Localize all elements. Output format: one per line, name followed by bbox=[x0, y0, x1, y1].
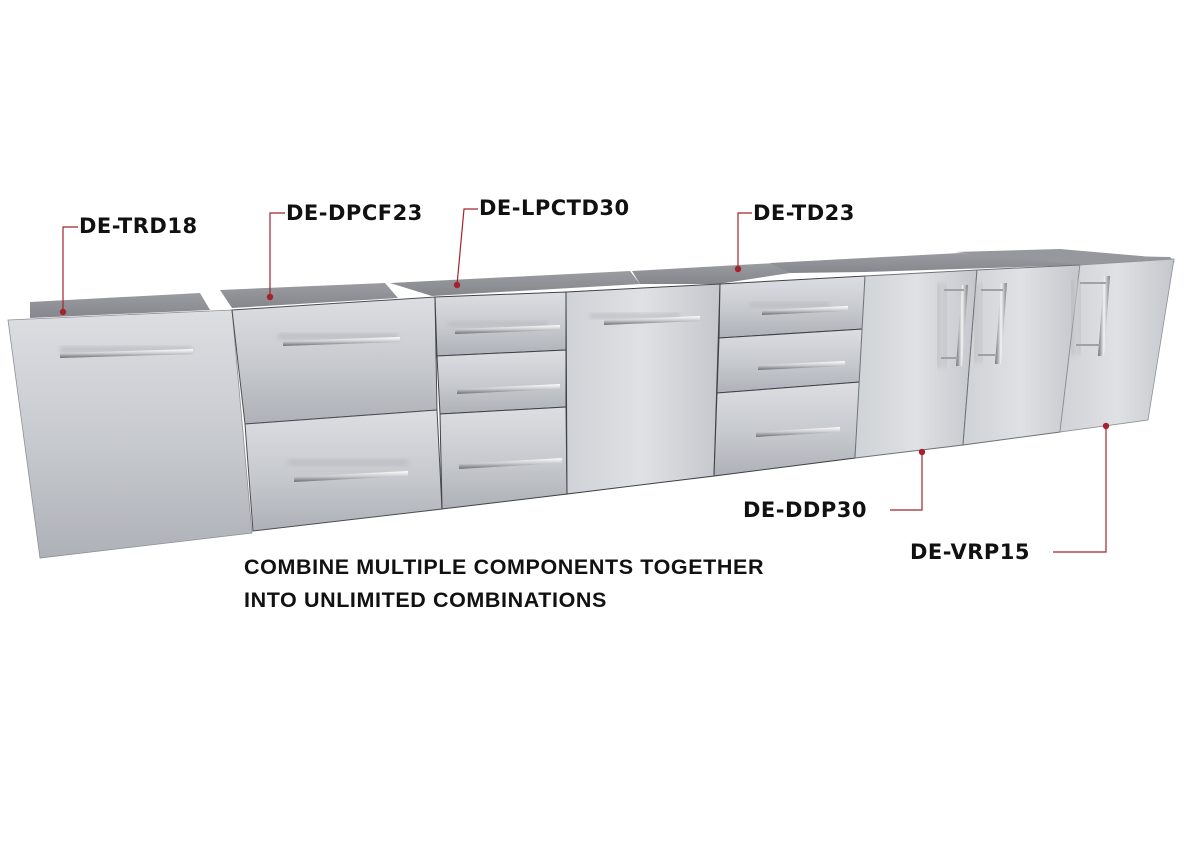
tagline: COMBINE MULTIPLE COMPONENTS TOGETHER INT… bbox=[244, 551, 764, 617]
callout-de-lpctd30: DE-LPCTD30 bbox=[479, 196, 630, 220]
cabinet-de-trd18 bbox=[7, 309, 253, 559]
cabinet-tops bbox=[30, 249, 1175, 318]
leader-de-td23 bbox=[737, 212, 752, 269]
leader-de-dpcf23 bbox=[269, 212, 285, 296]
leader-de-trd18 bbox=[62, 226, 78, 312]
cabinet-de-vrp15 bbox=[1059, 258, 1175, 433]
leader-de-vrp15 bbox=[1053, 426, 1107, 553]
cabinet-de-dpcf23 bbox=[231, 296, 443, 532]
cabinet-de-td23 bbox=[713, 275, 866, 477]
callout-de-trd18: DE-TRD18 bbox=[79, 214, 198, 238]
callout-de-vrp15: DE-VRP15 bbox=[910, 540, 1031, 564]
tagline-line-2: INTO UNLIMITED COMBINATIONS bbox=[244, 588, 607, 612]
cabinet-de-lpctd30 bbox=[434, 291, 568, 510]
callout-de-dpcf23: DE-DPCF23 bbox=[286, 201, 423, 225]
cabinet-de-ddp30 bbox=[854, 264, 1081, 459]
tagline-line-1: COMBINE MULTIPLE COMPONENTS TOGETHER bbox=[244, 555, 765, 579]
callout-de-td23: DE-TD23 bbox=[753, 201, 855, 225]
leader-lines bbox=[62, 208, 1107, 553]
cabinet-middle-door bbox=[565, 283, 721, 495]
leader-de-ddp30 bbox=[890, 452, 923, 511]
leader-de-lpctd30 bbox=[456, 208, 478, 286]
leader-dots bbox=[59, 265, 1110, 456]
callout-de-ddp30: DE-DDP30 bbox=[743, 498, 867, 522]
